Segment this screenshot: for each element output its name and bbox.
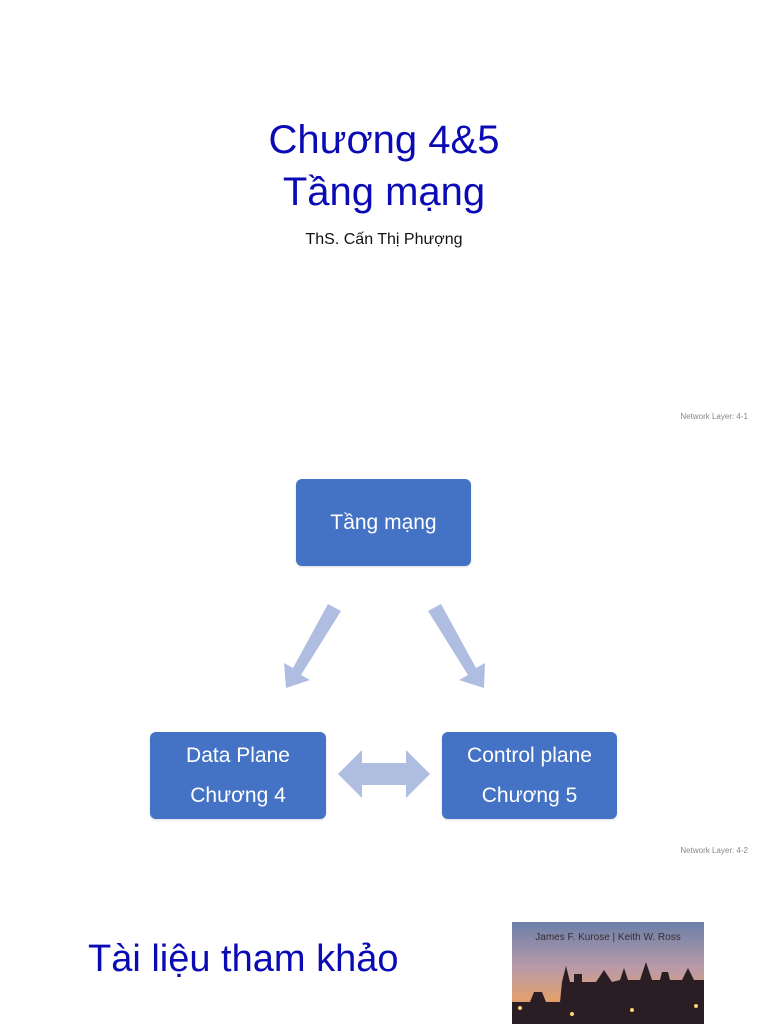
control-plane-chapter: Chương 5 xyxy=(481,783,578,807)
control-plane-label: Control plane xyxy=(467,743,592,767)
slide-footer: Network Layer: 4-1 xyxy=(680,412,748,421)
slide-3: Tài liệu tham khảo James F. Kurose | Kei… xyxy=(0,860,768,1024)
control-plane-box: Control plane Chương 5 xyxy=(442,732,617,819)
book-cover-art xyxy=(512,922,704,1024)
slide-2: Tầng mạng Data Plane Chương 4 Control pl… xyxy=(0,430,768,860)
arrow-to-data-plane xyxy=(284,604,341,688)
network-layer-label: Tầng mạng xyxy=(330,510,437,534)
data-plane-label: Data Plane xyxy=(186,743,290,767)
data-plane-chapter: Chương 4 xyxy=(190,783,286,807)
book-authors: James F. Kurose | Keith W. Ross xyxy=(535,932,681,943)
network-layer-box: Tầng mạng xyxy=(296,479,471,566)
references-title: Tài liệu tham khảo xyxy=(88,938,399,980)
arrow-data-control xyxy=(338,750,430,798)
slide-title-line-1: Chương 4&5 xyxy=(268,118,500,162)
data-plane-box: Data Plane Chương 4 xyxy=(150,732,326,819)
arrow-to-control-plane xyxy=(428,604,485,688)
slide-1: Chương 4&5 Tầng mạng ThS. Cấn Thị Phượng… xyxy=(0,0,768,430)
book-cover-image: James F. Kurose | Keith W. Ross xyxy=(512,922,704,1024)
slide-footer: Network Layer: 4-2 xyxy=(680,846,748,855)
diagram-arrows xyxy=(284,604,485,798)
slide-title-line-2: Tầng mạng xyxy=(282,170,486,214)
author-name: ThS. Cấn Thị Phượng xyxy=(305,231,463,248)
